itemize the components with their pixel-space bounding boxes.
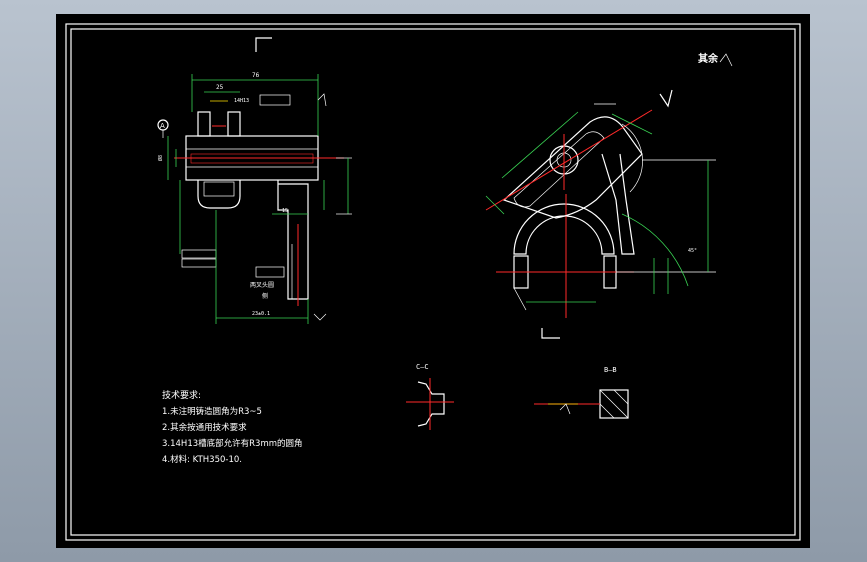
section-mark-bottom <box>541 328 560 339</box>
tech-item-2: 2.其余按通用技术要求 <box>162 422 247 433</box>
section-mark-top <box>255 37 272 52</box>
roughness-note: 其余 <box>698 52 719 65</box>
dim-bottom-text: 23±0.1 <box>252 311 270 317</box>
dim-left-vert-text: Ø8 <box>157 155 164 161</box>
dim-inner-text: 25 <box>216 84 224 91</box>
note-line2: 侧 <box>262 292 268 300</box>
tech-requirements: 技术要求: 1.未注明铸造圆角为R3~5 2.其余按通用技术要求 3.14H13… <box>162 389 303 465</box>
front-view: 76 25 14H13 A Ø8 15 两叉头圆 侧 23±0.1 <box>157 37 352 324</box>
tech-item-3: 3.14H13槽底部允许有R3mm的圆角 <box>162 438 303 449</box>
fork-boss-right <box>227 111 241 137</box>
arm-centerline <box>485 109 653 211</box>
outer-border <box>65 23 801 541</box>
dim-top-tol-text: 14H13 <box>234 98 249 104</box>
cad-drawing-canvas: 76 25 14H13 A Ø8 15 两叉头圆 侧 23±0.1 <box>65 23 801 541</box>
tech-title: 技术要求: <box>162 389 201 401</box>
dim-overall-text: 76 <box>252 72 260 79</box>
dim-arc <box>621 213 689 287</box>
tech-item-1: 1.未注明铸造圆角为R3~5 <box>162 406 262 417</box>
section-bb: B—B <box>534 366 629 419</box>
tech-item-4: 4.材料: KTH350-10. <box>162 454 242 465</box>
fork-boss-left <box>197 111 211 137</box>
section-cc: C—C <box>406 363 454 430</box>
support-rib <box>601 153 635 255</box>
side-view: 其余 45° <box>485 52 733 339</box>
note-line1: 两叉头圆 <box>250 281 274 289</box>
drawing-sheet: 76 25 14H13 A Ø8 15 两叉头圆 侧 23±0.1 <box>56 14 810 548</box>
arm-slot <box>513 131 605 208</box>
datum-a-label: A <box>160 122 165 130</box>
vertical-arm <box>277 180 309 300</box>
lower-yoke <box>513 203 615 255</box>
fork-lug <box>197 180 241 209</box>
inner-border <box>70 28 796 536</box>
dim-small-text: 15 <box>282 208 288 214</box>
section-cc-label: C—C <box>416 363 429 371</box>
dim-angle-text: 45° <box>688 248 697 254</box>
section-bb-label: B—B <box>604 366 617 374</box>
